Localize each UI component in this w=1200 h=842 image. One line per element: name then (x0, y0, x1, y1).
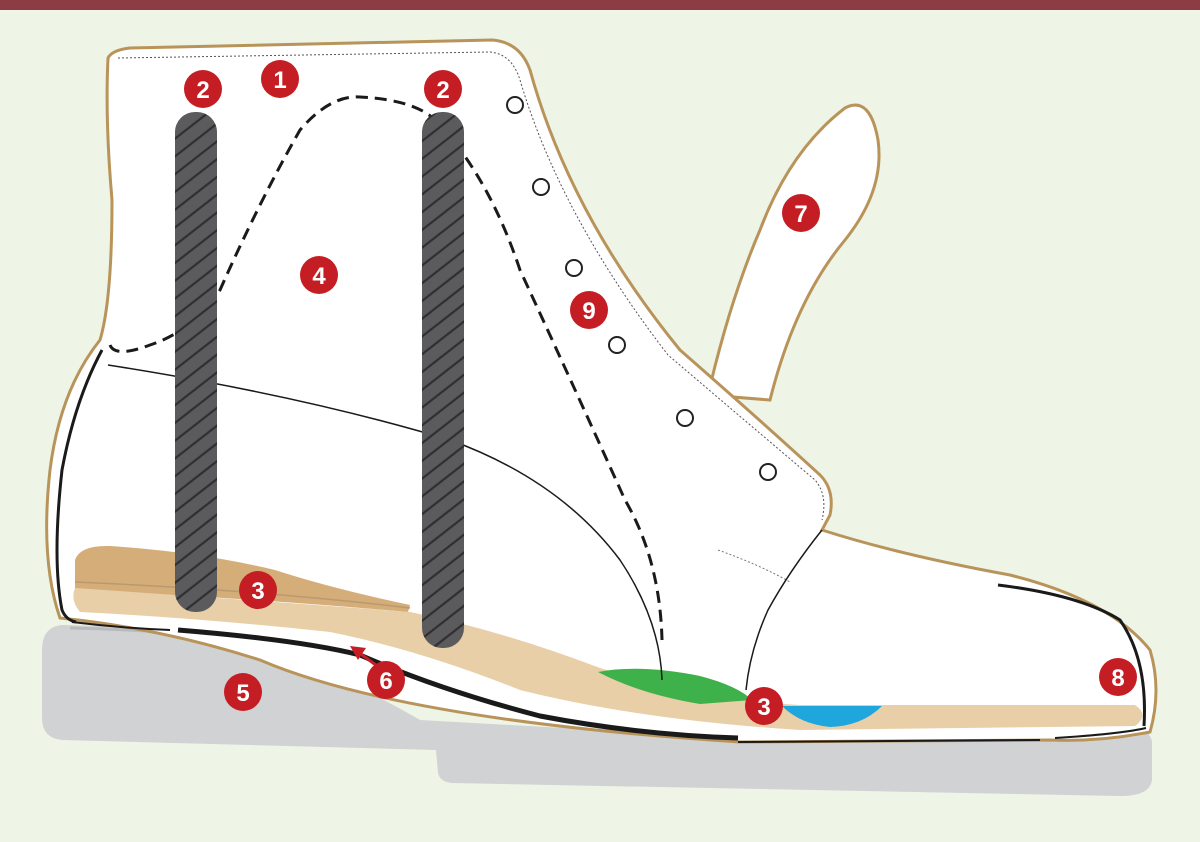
marker-2-heel-stiffener: 2 (184, 70, 222, 108)
marker-2-toe-stiffener: 2 (424, 70, 462, 108)
marker-6: 6 (367, 661, 405, 699)
svg-text:5: 5 (236, 680, 249, 707)
svg-text:2: 2 (196, 77, 209, 104)
eyelet (566, 260, 582, 276)
marker-4: 4 (300, 256, 338, 294)
tongue (708, 105, 879, 400)
svg-text:3: 3 (251, 578, 264, 605)
marker-1: 1 (261, 60, 299, 98)
svg-text:8: 8 (1111, 665, 1124, 692)
marker-3-toe-filler: 3 (745, 687, 783, 725)
heel-stiffener (175, 112, 217, 612)
toe-stiffener (422, 112, 464, 648)
eyelet (507, 97, 523, 113)
marker-3-heel-insole: 3 (239, 571, 277, 609)
marker-7: 7 (782, 194, 820, 232)
eyelet (533, 179, 549, 195)
svg-text:3: 3 (757, 694, 770, 721)
marker-8: 8 (1099, 658, 1137, 696)
eyelet (609, 337, 625, 353)
svg-text:9: 9 (582, 298, 595, 325)
svg-text:2: 2 (436, 77, 449, 104)
marker-5: 5 (224, 673, 262, 711)
svg-text:1: 1 (273, 67, 286, 94)
svg-text:4: 4 (312, 263, 326, 290)
svg-text:7: 7 (794, 201, 807, 228)
svg-text:6: 6 (379, 668, 392, 695)
eyelet (677, 410, 693, 426)
eyelet (760, 464, 776, 480)
marker-9: 9 (570, 291, 608, 329)
